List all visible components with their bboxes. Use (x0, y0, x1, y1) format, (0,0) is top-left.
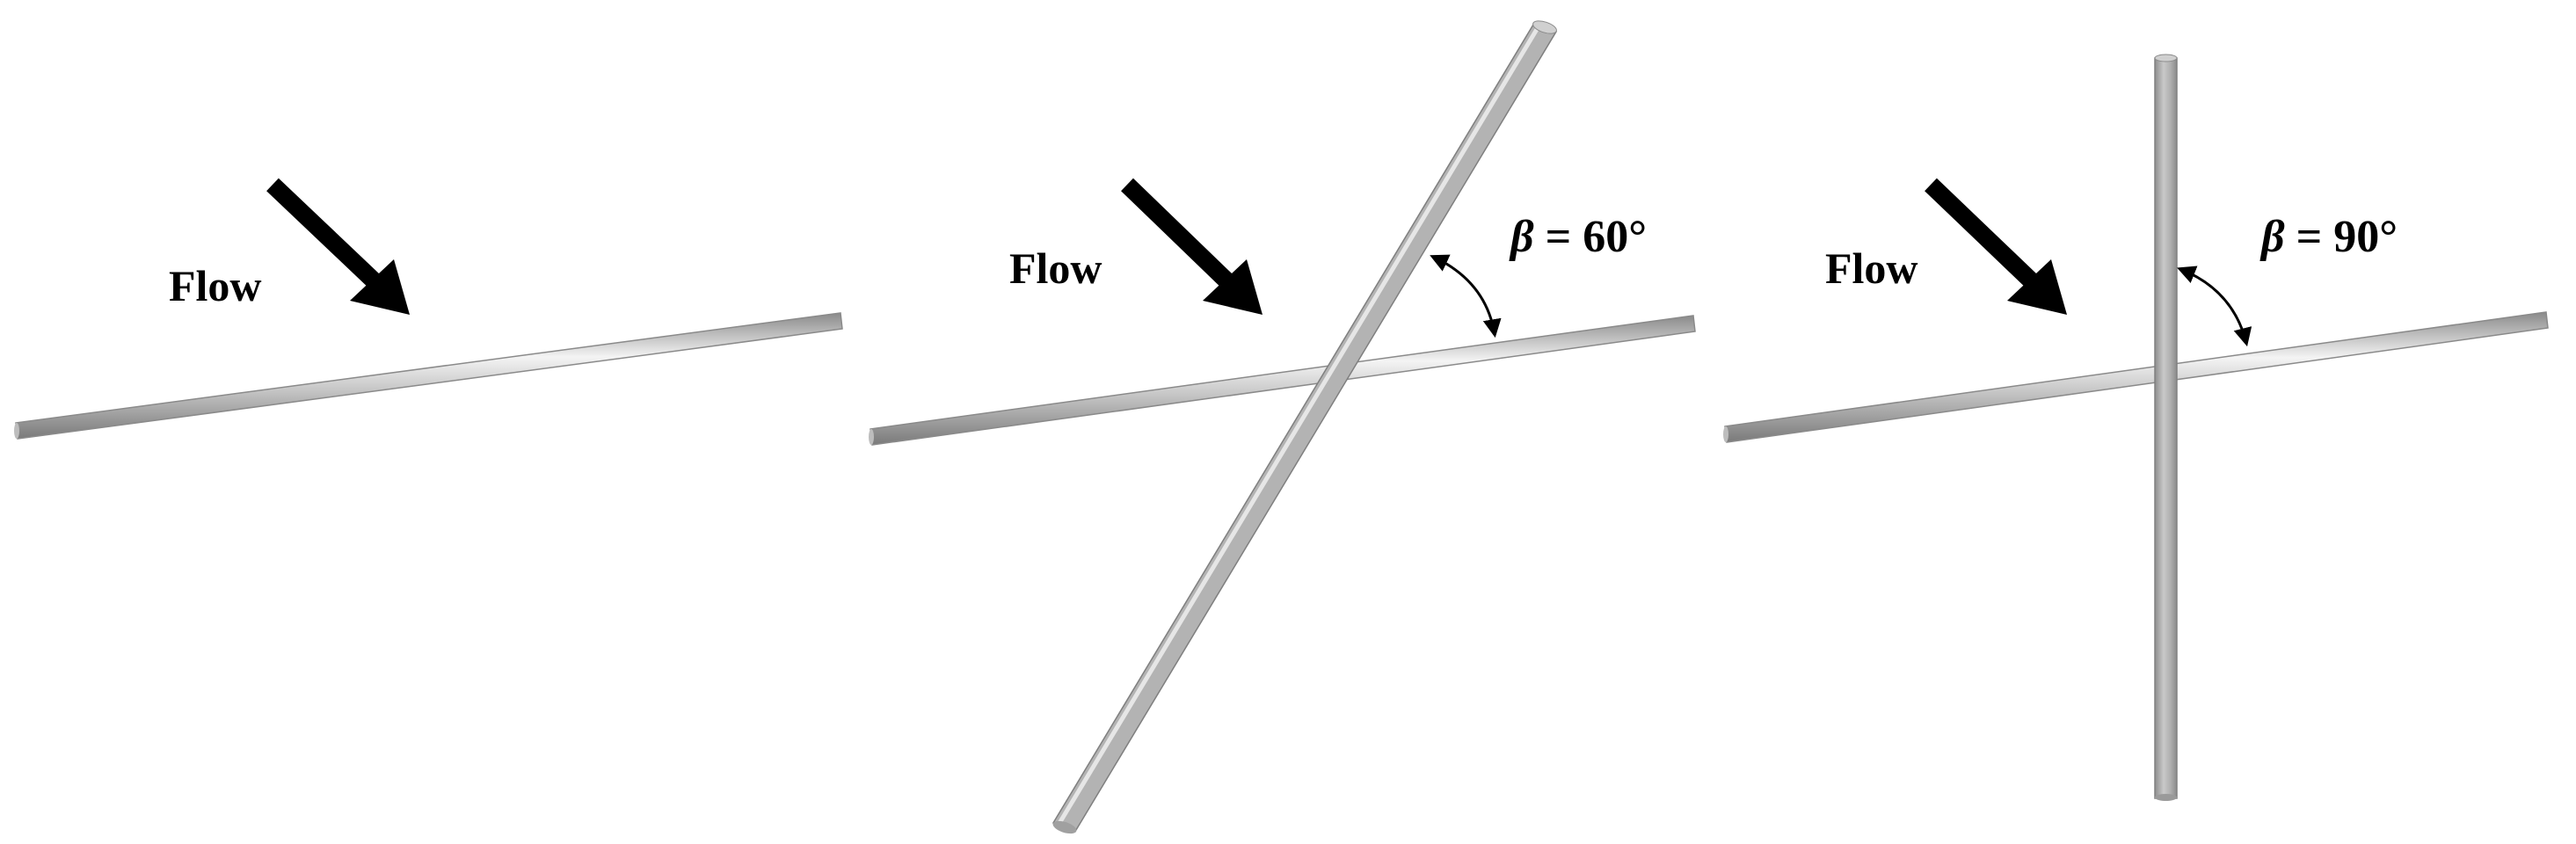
flow-arrow-icon (266, 178, 410, 315)
angle-value: = 90° (2285, 212, 2398, 262)
beta-symbol: β (2259, 212, 2285, 262)
panel-1: Flow (14, 178, 843, 440)
angle-arc (1430, 254, 1502, 338)
flow-arrow-icon (1925, 178, 2067, 315)
flow-label: Flow (1825, 244, 1918, 293)
horizontal-cylinder (869, 315, 1696, 446)
angle-label: β = 60° (1509, 212, 1647, 262)
inclined-cylinder (1052, 20, 1558, 834)
vertical-cylinder (2154, 54, 2178, 801)
angle-value: = 60° (1534, 212, 1647, 262)
horizontal-cylinder (1723, 311, 2549, 443)
flow-label: Flow (1009, 244, 1102, 293)
horizontal-cylinder (14, 312, 843, 440)
beta-symbol: β (1509, 212, 1534, 262)
panel-3: Flow β = 90° (1723, 54, 2549, 801)
angle-label: β = 90° (2259, 212, 2398, 262)
flow-label: Flow (169, 261, 262, 310)
angle-arc (2177, 266, 2252, 347)
flow-arrow-icon (1121, 178, 1263, 315)
panel-2: Flow β = 60° (869, 20, 1696, 834)
